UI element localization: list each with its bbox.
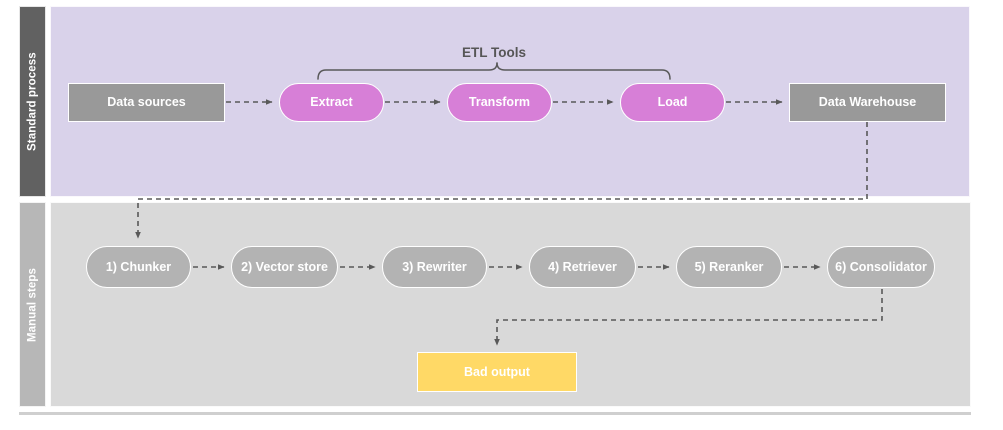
bottom-divider-rule (19, 412, 971, 415)
node-consolidator[interactable]: 6) Consolidator (827, 246, 935, 288)
etl-tools-label: ETL Tools (462, 45, 526, 60)
node-data-sources[interactable]: Data sources (68, 83, 225, 122)
node-retriever[interactable]: 4) Retriever (529, 246, 636, 288)
node-load[interactable]: Load (620, 83, 725, 122)
node-rewriter[interactable]: 3) Rewriter (382, 246, 487, 288)
node-reranker[interactable]: 5) Reranker (676, 246, 782, 288)
node-extract[interactable]: Extract (279, 83, 384, 122)
lane-label-manual-steps: Manual steps (19, 202, 46, 407)
node-vector-store[interactable]: 2) Vector store (231, 246, 338, 288)
node-data-warehouse[interactable]: Data Warehouse (789, 83, 946, 122)
node-bad-output[interactable]: Bad output (417, 352, 577, 392)
lane-label-standard-process: Standard process (19, 6, 46, 197)
node-transform[interactable]: Transform (447, 83, 552, 122)
node-chunker[interactable]: 1) Chunker (86, 246, 191, 288)
